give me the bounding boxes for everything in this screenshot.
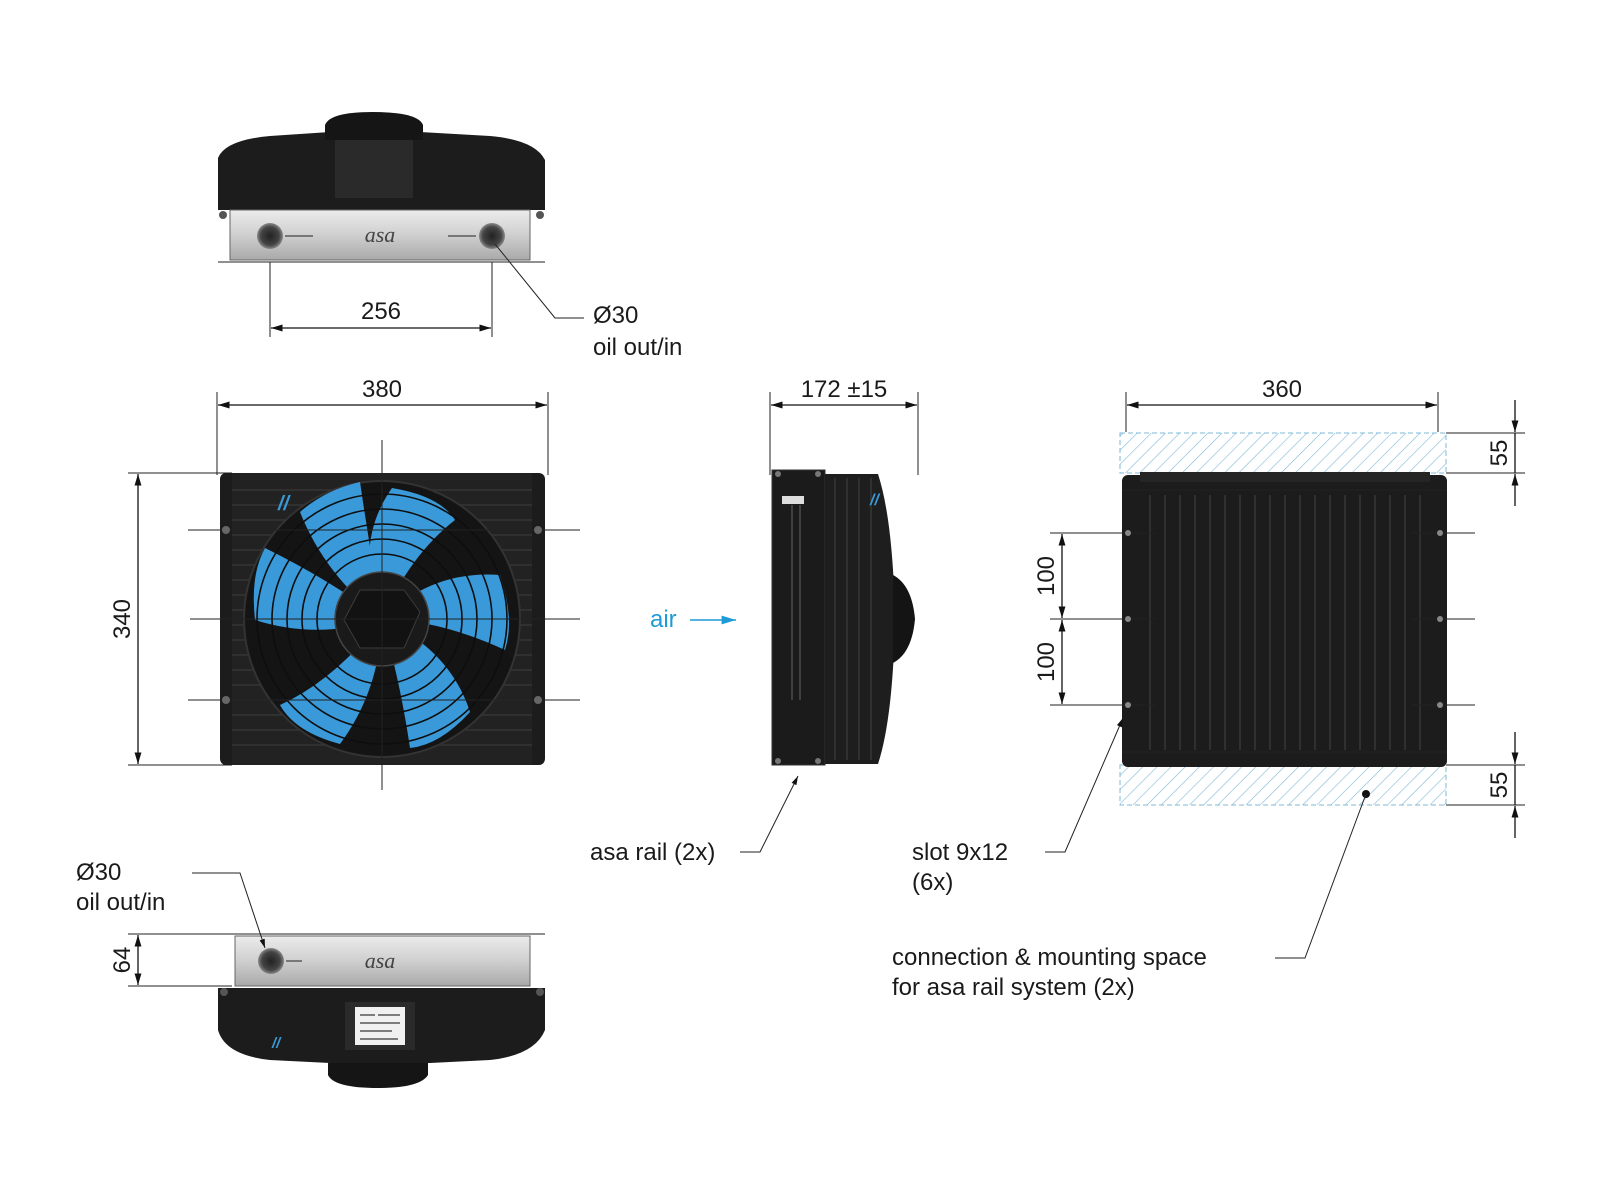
conn-space-leader	[1275, 793, 1367, 959]
slot-marker	[1437, 616, 1443, 622]
air-label: air	[650, 606, 677, 633]
top-view: asa 256 Ø30 oil out/in	[218, 112, 682, 361]
front-view-badge: //	[277, 493, 292, 515]
dim-340: 340	[109, 599, 136, 639]
side-view: 172 ±15 // air asa rail (2x)	[590, 376, 919, 866]
top-port-leader	[494, 243, 584, 319]
top-view-port-left	[257, 223, 283, 249]
side-view-motor	[893, 575, 915, 663]
dim-100-lower: 100	[1033, 642, 1060, 682]
dim-64: 64	[109, 947, 136, 974]
clearance-zone-top	[1120, 433, 1446, 473]
dim-360: 360	[1262, 376, 1302, 403]
bottom-port-desc: oil out/in	[76, 889, 165, 916]
dim-55-bottom: 55	[1486, 772, 1513, 799]
top-port-diameter: Ø30	[593, 302, 638, 329]
side-view-core	[771, 469, 826, 766]
top-view-port-right	[479, 223, 505, 249]
bottom-view-manifold	[234, 935, 531, 987]
bottom-port-diameter: Ø30	[76, 859, 121, 886]
slot-label: slot 9x12	[912, 839, 1008, 866]
top-view-motor-cap	[325, 112, 423, 140]
slot-marker	[1125, 616, 1131, 622]
dim-256: 256	[361, 298, 401, 325]
conn-space-line2: for asa rail system (2x)	[892, 974, 1135, 1001]
dim-380: 380	[362, 376, 402, 403]
rear-view: 360	[892, 376, 1525, 1001]
slot-leader	[1045, 717, 1124, 853]
front-view: 380 340	[109, 376, 580, 790]
bottom-port-leader	[192, 872, 266, 949]
bottom-manifold-logo: asa	[365, 948, 396, 973]
slot-marker	[1437, 530, 1443, 536]
bottom-view: asa // 64 Ø30 oil out/in	[76, 859, 545, 1088]
top-view-motor-box	[335, 140, 413, 198]
dim-100-upper: 100	[1033, 556, 1060, 596]
top-manifold-logo: asa	[365, 222, 396, 247]
bottom-view-port	[258, 948, 284, 974]
clearance-zone-bottom	[1120, 765, 1446, 805]
rear-view-fins	[1149, 495, 1421, 750]
side-view-badge: //	[869, 492, 880, 509]
dim-55-top: 55	[1486, 440, 1513, 467]
dim-172: 172 ±15	[801, 376, 888, 403]
asa-rail-label: asa rail (2x)	[590, 839, 715, 866]
side-view-fan-housing	[825, 474, 895, 764]
slot-count: (6x)	[912, 869, 953, 896]
slot-marker	[1437, 702, 1443, 708]
asa-rail-leader	[740, 775, 799, 853]
slot-marker	[1125, 530, 1131, 536]
svg-text://: //	[271, 1035, 282, 1052]
bottom-view-motor-cap	[328, 1063, 428, 1088]
slot-marker	[1125, 702, 1131, 708]
conn-space-line1: connection & mounting space	[892, 944, 1207, 971]
top-port-desc: oil out/in	[593, 334, 682, 361]
